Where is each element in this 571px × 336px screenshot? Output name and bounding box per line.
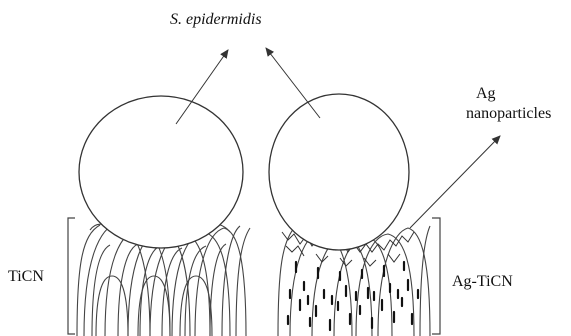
arrow-ag-nanoparticles bbox=[410, 136, 500, 228]
bacterium-left bbox=[79, 96, 243, 248]
ticn-label: TiCN bbox=[8, 267, 44, 286]
ag-label-line1: Ag bbox=[476, 84, 496, 103]
bacteria-species-label: S. epidermidis bbox=[170, 10, 262, 29]
right-bracket bbox=[432, 218, 440, 334]
ag-label-line2: nanoparticles bbox=[466, 104, 551, 123]
arrow-right-bacterium bbox=[266, 48, 320, 118]
ag-ticn-label: Ag-TiCN bbox=[452, 272, 513, 291]
left-bracket bbox=[68, 218, 75, 334]
bacterium-right bbox=[269, 94, 409, 250]
ag-nanoparticle-dashes bbox=[288, 262, 418, 330]
